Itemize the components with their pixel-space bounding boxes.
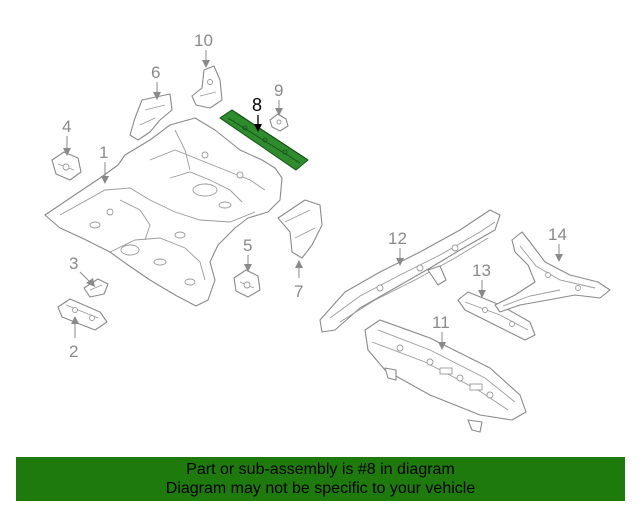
callout-label-4: 4 — [62, 117, 71, 136]
part-4-mount[interactable] — [51, 151, 82, 181]
part-5-mount[interactable] — [233, 269, 261, 298]
part-10-bracket[interactable] — [191, 65, 223, 109]
part-12-side-rail[interactable] — [319, 209, 501, 333]
callout-14: 14 — [548, 225, 567, 262]
banner-line-2: Diagram may not be specific to your vehi… — [165, 480, 476, 497]
part-6-bracket[interactable] — [129, 93, 173, 141]
callout-5: 5 — [243, 236, 252, 272]
callout-10: 10 — [194, 31, 213, 68]
callout-9: 9 — [274, 81, 283, 116]
callout-label-3: 3 — [69, 254, 78, 273]
callout-8: 8 — [252, 95, 262, 132]
callout-2: 2 — [69, 316, 79, 361]
part-2-bracket[interactable] — [57, 298, 108, 331]
part-11-rail[interactable] — [364, 319, 527, 433]
callout-6: 6 — [151, 63, 161, 100]
part-14-cross-member[interactable] — [494, 231, 611, 313]
callout-4: 4 — [62, 117, 71, 156]
callout-1: 1 — [99, 143, 109, 184]
banner-line-1: Part or sub-assembly is #8 in diagram — [186, 461, 455, 478]
callout-13: 13 — [472, 261, 491, 298]
callout-label-10: 10 — [194, 31, 213, 50]
part-3-small-bracket[interactable] — [83, 278, 109, 298]
callout-11: 11 — [432, 313, 450, 350]
callout-3: 3 — [69, 254, 95, 287]
callout-12: 12 — [388, 229, 407, 266]
callout-label-13: 13 — [472, 261, 491, 280]
callout-label-9: 9 — [274, 81, 283, 100]
callout-label-7: 7 — [294, 282, 303, 301]
parts-diagram: 1 2 3 4 5 6 7 8 9 10 — [44, 31, 611, 433]
part-9-clip[interactable] — [269, 113, 289, 132]
callout-label-14: 14 — [548, 225, 567, 244]
part-1-rear-floor-pan[interactable] — [44, 117, 283, 307]
callout-7: 7 — [294, 260, 303, 301]
callout-label-11: 11 — [432, 313, 450, 332]
part-7-bracket[interactable] — [277, 199, 323, 259]
part-13-bracket-rail[interactable] — [457, 291, 536, 341]
callout-label-12: 12 — [388, 229, 407, 248]
part-8-cross-member[interactable] — [219, 109, 309, 171]
callout-label-8: 8 — [252, 95, 262, 115]
callout-label-6: 6 — [151, 63, 160, 82]
callout-label-2: 2 — [69, 342, 78, 361]
callout-label-1: 1 — [99, 143, 108, 162]
info-banner: Part or sub-assembly is #8 in diagram Di… — [16, 457, 625, 501]
callout-label-5: 5 — [243, 236, 252, 255]
